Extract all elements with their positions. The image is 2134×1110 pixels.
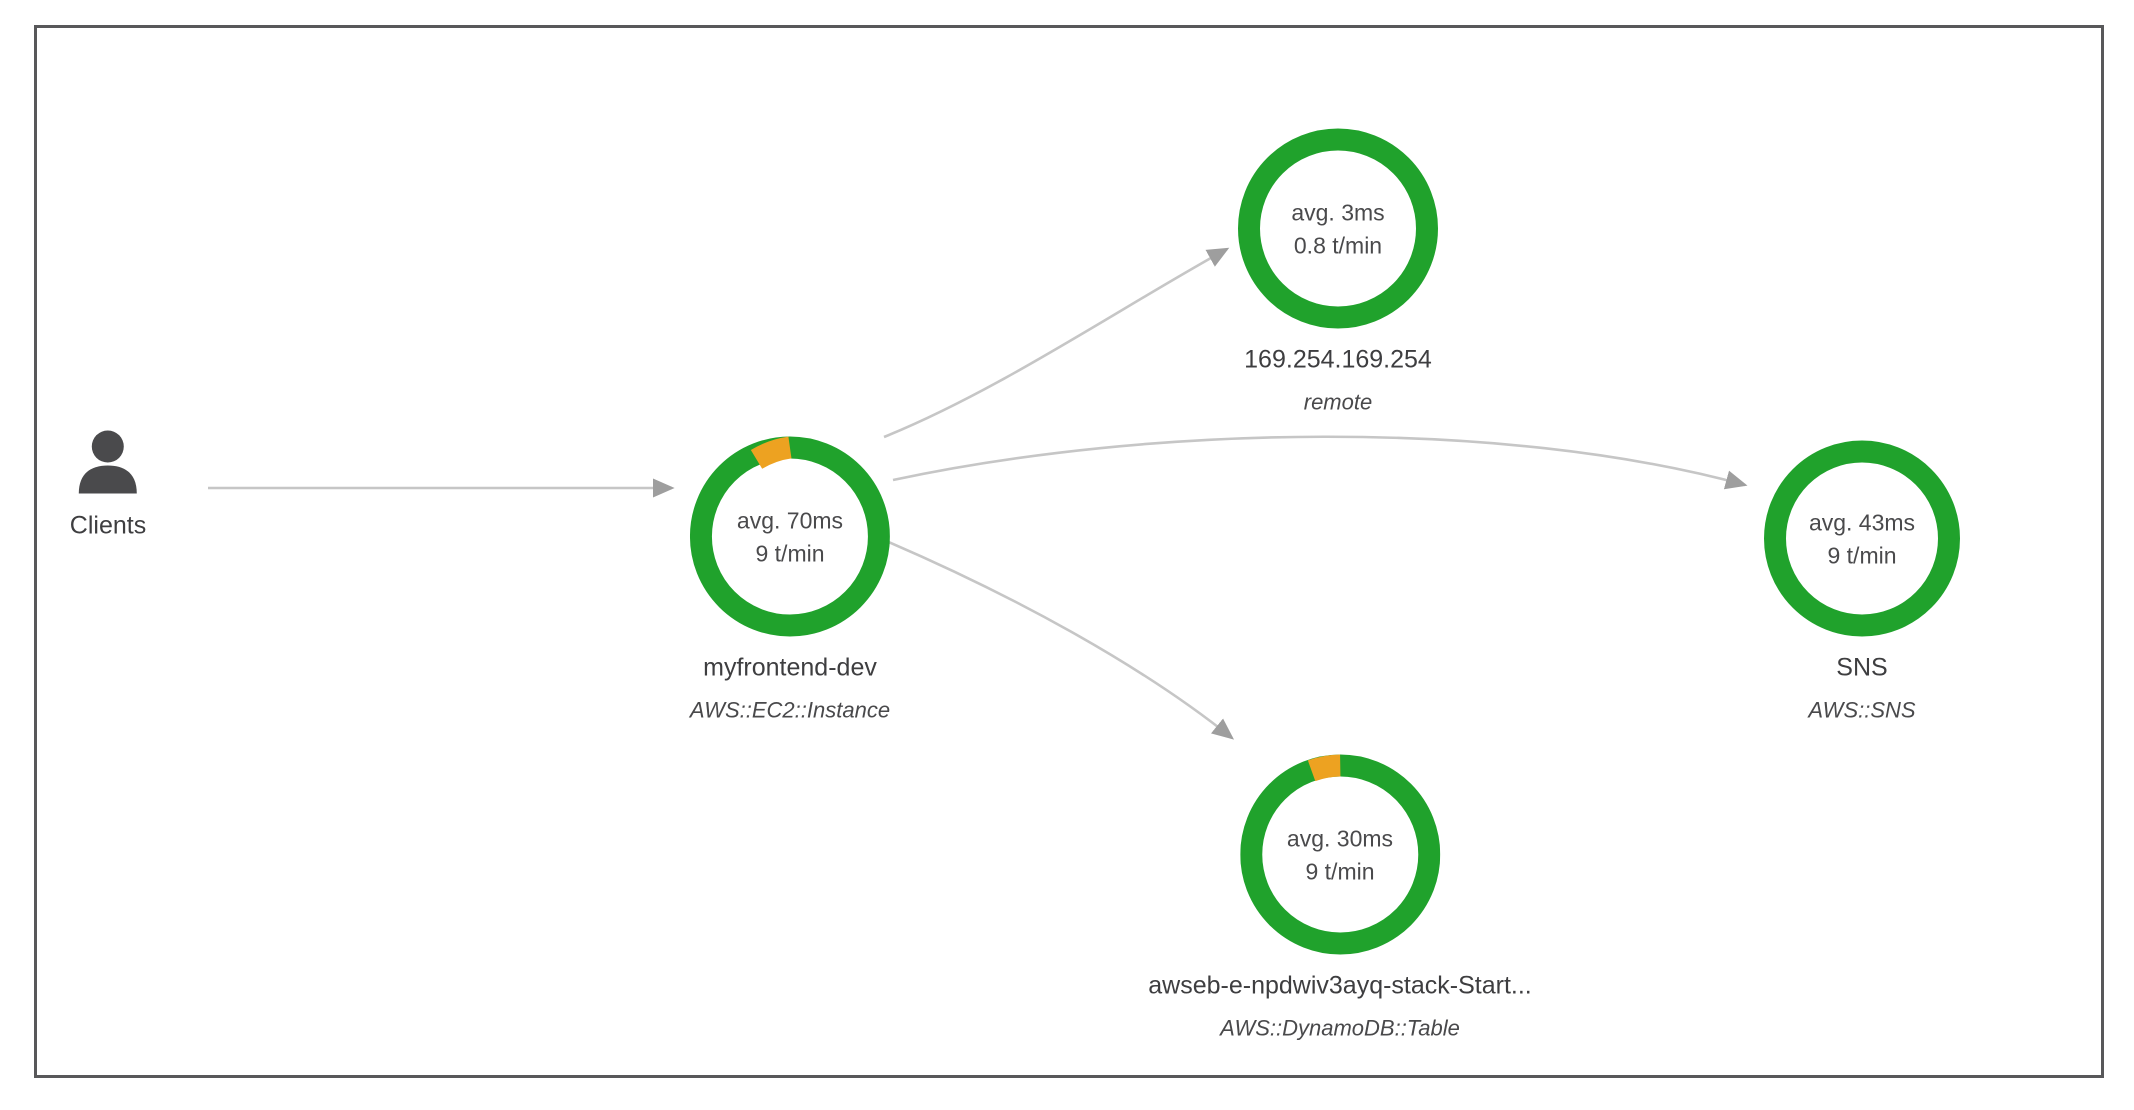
node-label: myfrontend-dev [703, 653, 877, 682]
metric-avg-latency: avg. 70ms [736, 507, 844, 533]
metric-throughput: 9 t/min [1827, 542, 1897, 568]
health-ring-myfrontend-dev[interactable]: avg. 70ms 9 t/min [689, 436, 890, 637]
node-sns[interactable]: avg. 43ms 9 t/min SNS AWS::SNS [1764, 440, 1960, 724]
user-icon [78, 430, 137, 494]
node-dynamodb-table[interactable]: avg. 30ms 9 t/min awseb-e-npdwiv3ayq-sta… [1148, 754, 1532, 1042]
metric-avg-latency: avg. 43ms [1808, 509, 1916, 535]
node-label: 169.254.169.254 [1244, 345, 1432, 374]
metric-avg-latency: avg. 3ms [1291, 199, 1385, 225]
health-ring-remote[interactable]: avg. 3ms 0.8 t/min [1238, 128, 1438, 329]
node-label: awseb-e-npdwiv3ayq-stack-Start... [1148, 971, 1532, 1000]
metric-throughput: 9 t/min [755, 540, 825, 566]
node-type: remote [1303, 389, 1373, 415]
node-type: AWS::SNS [1808, 697, 1916, 723]
node-type: AWS::EC2::Instance [689, 697, 891, 723]
metric-throughput: 9 t/min [1305, 858, 1375, 884]
metric-throughput: 0.8 t/min [1293, 232, 1383, 258]
metric-avg-latency: avg. 30ms [1286, 825, 1394, 851]
node-type: AWS::DynamoDB::Table [1220, 1015, 1460, 1041]
node-remote-169-254-169-254[interactable]: avg. 3ms 0.8 t/min 169.254.169.254 remot… [1238, 128, 1438, 416]
health-ring-dynamodb[interactable]: avg. 30ms 9 t/min [1239, 754, 1440, 955]
node-myfrontend-dev[interactable]: avg. 70ms 9 t/min myfrontend-dev AWS::EC… [689, 436, 891, 724]
node-label: SNS [1836, 653, 1888, 682]
clients-label: Clients [69, 511, 147, 540]
node-clients[interactable]: Clients [70, 424, 146, 541]
health-ring-sns[interactable]: avg. 43ms 9 t/min [1764, 440, 1960, 637]
